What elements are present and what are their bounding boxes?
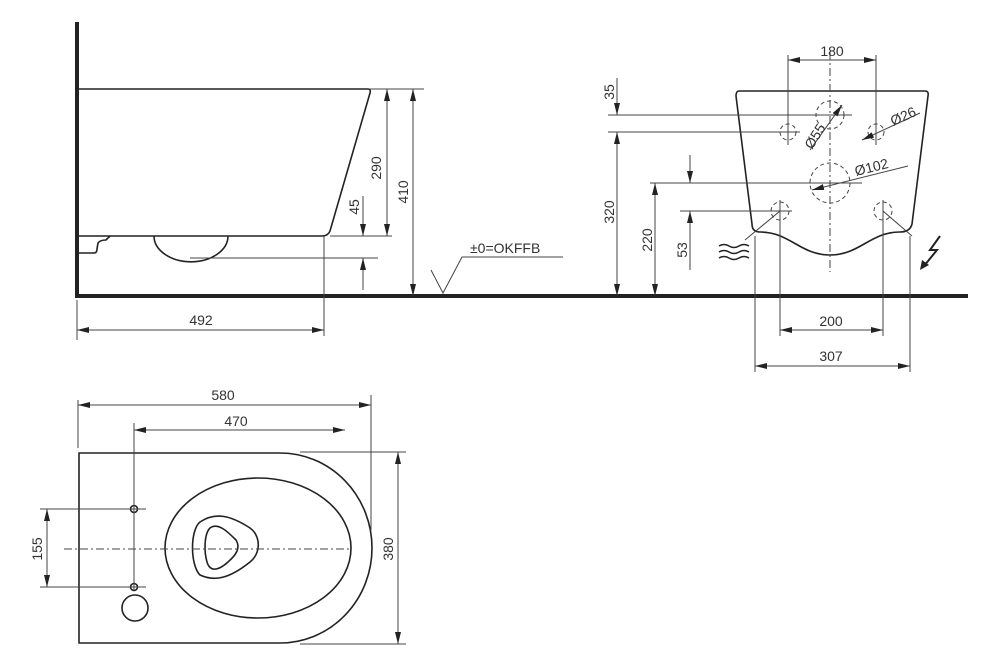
dim-290: 290 bbox=[368, 156, 384, 180]
dim-307: 307 bbox=[819, 348, 843, 364]
dim-35: 35 bbox=[601, 84, 617, 100]
dim-320: 320 bbox=[601, 200, 617, 224]
leader-102 bbox=[811, 165, 909, 191]
dim-492: 492 bbox=[189, 312, 213, 328]
dim-200: 200 bbox=[819, 313, 843, 329]
dim-470: 470 bbox=[224, 413, 248, 429]
bowl-side-outline bbox=[79, 88, 372, 237]
dim-410: 410 bbox=[395, 180, 411, 204]
dim-53: 53 bbox=[674, 242, 690, 258]
bowl-notch bbox=[79, 235, 111, 254]
leader-power bbox=[882, 210, 913, 237]
dim-45: 45 bbox=[346, 199, 362, 215]
top-view: 580 470 380 155 bbox=[29, 387, 406, 645]
water-supply-icon bbox=[718, 243, 750, 261]
dim-380: 380 bbox=[380, 537, 396, 561]
leader-water bbox=[744, 210, 781, 241]
dim-155: 155 bbox=[29, 537, 45, 561]
electric-supply-icon bbox=[920, 235, 941, 270]
outlet-inner bbox=[204, 525, 239, 570]
bowl-top-outline bbox=[78, 452, 373, 644]
dim-580: 580 bbox=[211, 387, 235, 403]
dia-55-label: Ø55 bbox=[801, 120, 829, 151]
outlet-outer bbox=[191, 515, 260, 579]
leader-55 bbox=[809, 104, 843, 151]
floor-level-symbol bbox=[430, 256, 563, 295]
dim-180: 180 bbox=[820, 43, 844, 59]
leader-26 bbox=[861, 112, 921, 141]
floor-reference-label: ±0=OKFFB bbox=[470, 240, 540, 256]
front-view: 180 35 320 220 53 200 307 Ø55 Ø26 Ø102 bbox=[601, 43, 941, 372]
inlet-hole bbox=[121, 594, 149, 622]
bowl-rim bbox=[164, 477, 352, 619]
dia-26-label: Ø26 bbox=[888, 103, 919, 128]
dim-220: 220 bbox=[639, 228, 655, 252]
side-view: 290 410 45 492 ±0=OKFFB bbox=[75, 22, 968, 340]
bowl-base bbox=[153, 235, 229, 263]
bowl-front-outline bbox=[735, 90, 929, 256]
